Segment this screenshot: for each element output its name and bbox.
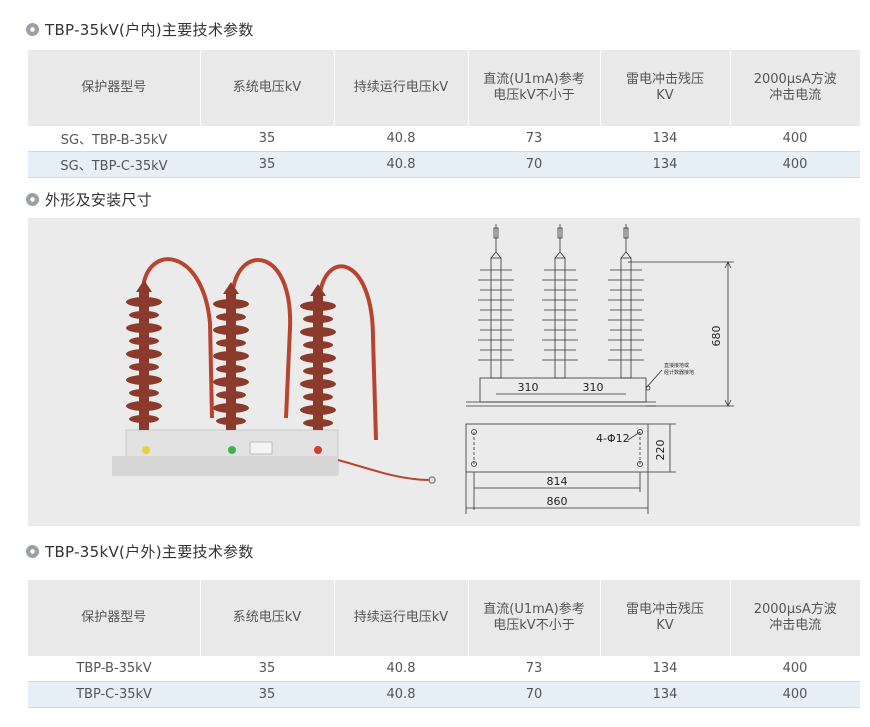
header-model: 保护器型号 xyxy=(28,50,201,126)
table-row: TBP-C-35kV 35 40.8 70 134 400 xyxy=(28,681,860,708)
dim-spacing-left: 310 xyxy=(518,381,539,394)
table-row: SG、TBP-C-35kV 35 40.8 70 134 400 xyxy=(28,151,860,178)
header-continuous-voltage: 持续运行电压kV xyxy=(334,580,469,656)
table-row: TBP-B-35kV 35 40.8 73 134 400 xyxy=(28,656,860,682)
table-header-row: 保护器型号 系统电压kV 持续运行电压kV 直流(U1mA)参考电压kV不小于 … xyxy=(28,580,860,656)
header-system-voltage: 系统电压kV xyxy=(200,580,335,656)
section-title-text: TBP-35kV(户内)主要技术参数 xyxy=(45,20,254,39)
product-figure-panel: 310 310 680 直接接地或 经计数器接地 4-Φ12 220 814 8… xyxy=(28,218,860,526)
table-row: SG、TBP-B-35kV 35 40.8 73 134 400 xyxy=(28,126,860,152)
front-elevation-drawing xyxy=(466,224,734,407)
section-title-dimensions: 外形及安装尺寸 xyxy=(26,188,152,210)
header-square-wave: 2000μsA方波冲击电流 xyxy=(730,580,860,656)
bullet-icon xyxy=(26,192,39,206)
section-title-indoor: TBP-35kV(户内)主要技术参数 xyxy=(26,18,254,40)
outdoor-spec-table: 保护器型号 系统电压kV 持续运行电压kV 直流(U1mA)参考电压kV不小于 … xyxy=(28,580,860,708)
plan-view-drawing xyxy=(465,423,676,514)
header-model: 保护器型号 xyxy=(28,580,201,656)
product-illustration: 310 310 680 直接接地或 经计数器接地 4-Φ12 220 814 8… xyxy=(112,224,734,514)
ground-note-line2: 经计数器接地 xyxy=(664,369,694,376)
dim-total-width: 860 xyxy=(547,495,568,508)
section-title-text: TBP-35kV(户外)主要技术参数 xyxy=(45,542,254,561)
dim-holes: 4-Φ12 xyxy=(596,432,630,445)
bullet-icon xyxy=(26,544,39,558)
header-dc-reference: 直流(U1mA)参考电压kV不小于 xyxy=(468,580,601,656)
header-system-voltage: 系统电压kV xyxy=(200,50,335,126)
arrester-photo xyxy=(112,257,436,484)
section-title-outdoor: TBP-35kV(户外)主要技术参数 xyxy=(26,540,254,562)
indoor-spec-table: 保护器型号 系统电压kV 持续运行电压kV 直流(U1mA)参考电压kV不小于 … xyxy=(28,50,860,178)
header-dc-reference: 直流(U1mA)参考电压kV不小于 xyxy=(468,50,601,126)
dim-hole-span: 814 xyxy=(547,475,568,488)
dim-spacing-right: 310 xyxy=(583,381,604,394)
header-square-wave: 2000μsA方波冲击电流 xyxy=(730,50,860,126)
dim-height: 680 xyxy=(710,326,723,347)
dim-depth: 220 xyxy=(654,440,667,461)
section-title-text: 外形及安装尺寸 xyxy=(45,190,153,209)
ground-note-line1: 直接接地或 xyxy=(664,362,689,369)
bullet-icon xyxy=(26,22,39,36)
header-continuous-voltage: 持续运行电压kV xyxy=(334,50,469,126)
table-header-row: 保护器型号 系统电压kV 持续运行电压kV 直流(U1mA)参考电压kV不小于 … xyxy=(28,50,860,126)
